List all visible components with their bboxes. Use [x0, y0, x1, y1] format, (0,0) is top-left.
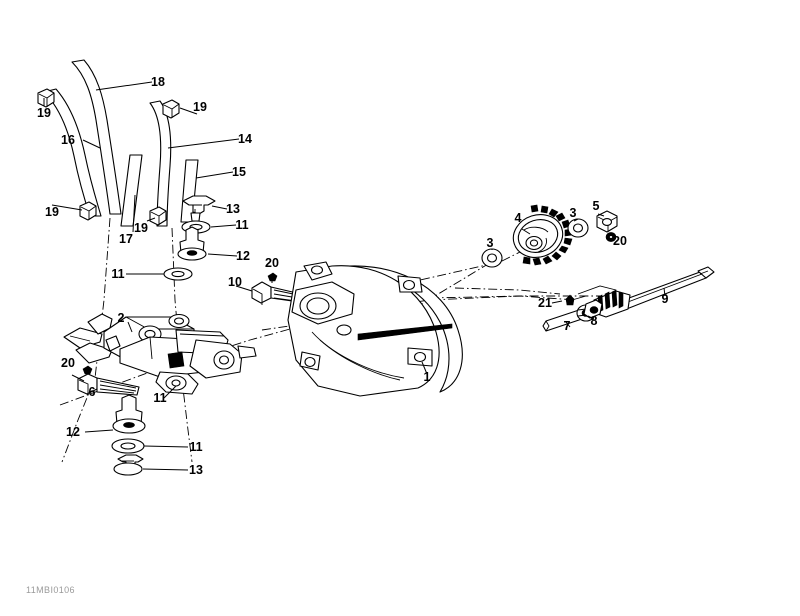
lock-washer-20c — [605, 232, 617, 242]
callout-17: 17 — [119, 232, 133, 246]
callout-labels: 1 2 3 3 4 5 6 7 8 9 10 11 11 11 11 12 12… — [37, 75, 668, 477]
diagram-watermark: 11MBI0106 — [26, 585, 75, 595]
flat-washer-11d — [111, 438, 145, 454]
callout-2: 2 — [118, 311, 125, 325]
hose-clamp-19c — [79, 201, 97, 221]
leader-lines — [43, 81, 666, 471]
upper-fastener-stack — [163, 195, 216, 281]
callout-19b: 19 — [193, 100, 207, 114]
callout-20a: 20 — [265, 256, 279, 270]
callout-13b: 13 — [189, 463, 203, 477]
callout-13a: 13 — [226, 202, 240, 216]
callout-11c: 11 — [153, 391, 166, 405]
callout-10: 10 — [228, 275, 242, 289]
lock-washer-20b — [82, 365, 93, 375]
grommet-12b — [112, 394, 146, 434]
nut-5 — [596, 210, 618, 233]
callout-1: 1 — [424, 370, 431, 384]
callout-12a: 12 — [236, 249, 250, 263]
callout-19d: 19 — [134, 221, 148, 235]
callout-16: 16 — [61, 133, 75, 147]
callout-21: 21 — [538, 296, 552, 310]
washer-3a — [481, 248, 503, 268]
callout-20b: 20 — [61, 356, 75, 370]
callout-11b: 11 — [111, 267, 124, 281]
retaining-pin-21 — [565, 294, 575, 306]
hose-16 — [43, 88, 102, 217]
pump-housing-cover — [287, 261, 463, 397]
callout-11a: 11 — [235, 218, 248, 232]
drive-gear-4 — [512, 204, 573, 266]
callout-5: 5 — [593, 199, 600, 213]
hose-18 — [71, 59, 122, 215]
hose-clamp-group — [37, 88, 180, 226]
grommet-12a — [177, 226, 207, 261]
callout-12b: 12 — [66, 425, 80, 439]
callout-18: 18 — [151, 75, 165, 89]
callout-9: 9 — [662, 292, 669, 306]
hose-14 — [149, 100, 172, 227]
callout-20c: 20 — [613, 234, 627, 248]
callout-19a: 19 — [37, 106, 51, 120]
hex-bolt-6 — [77, 373, 140, 396]
gear-teeth — [522, 204, 573, 266]
drive-shaft-9 — [571, 266, 715, 319]
callout-14: 14 — [238, 132, 252, 146]
hose-clamp-19a — [37, 88, 55, 108]
hose-17 — [120, 154, 143, 227]
callout-6: 6 — [89, 385, 96, 399]
callout-19c: 19 — [45, 205, 59, 219]
shoulder-bolt-13b — [113, 454, 144, 476]
callout-4: 4 — [515, 211, 522, 225]
shoulder-bolt-13a — [182, 195, 216, 222]
callout-7: 7 — [564, 319, 571, 333]
hose-clamp-19d — [149, 206, 167, 226]
washer-3b — [567, 218, 589, 238]
hose-clamp-19b — [162, 99, 180, 119]
callout-3b: 3 — [570, 206, 577, 220]
callout-15: 15 — [232, 165, 246, 179]
callout-3a: 3 — [487, 236, 494, 250]
callout-11d: 11 — [189, 440, 202, 454]
oil-pump-assembly — [63, 313, 257, 395]
callout-8: 8 — [591, 314, 598, 328]
flat-washer-11b — [163, 267, 193, 281]
lower-fastener-stack — [111, 394, 146, 476]
